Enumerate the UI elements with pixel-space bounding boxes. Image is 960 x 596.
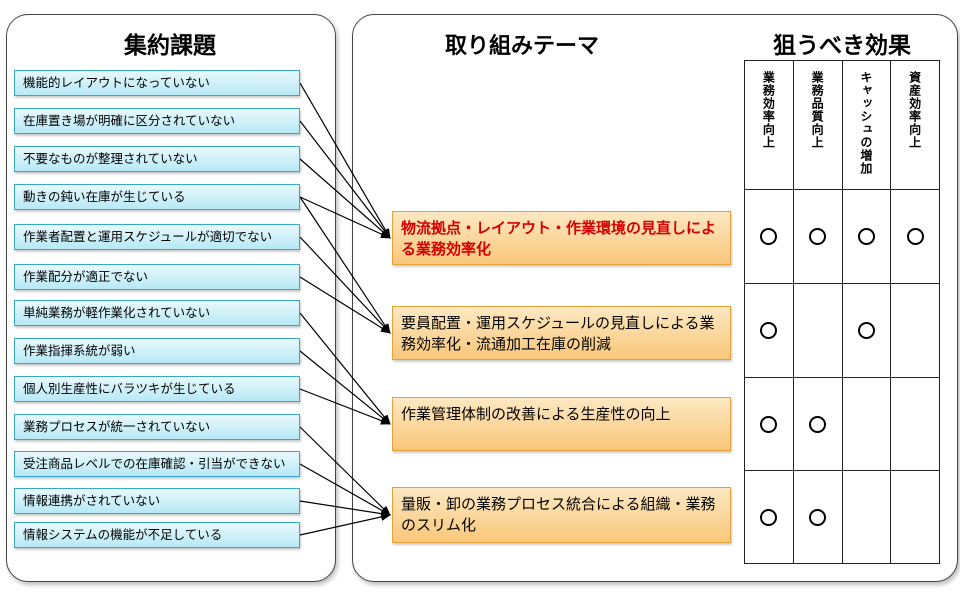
issue-box: 受注商品レベルでの在庫確認・引当ができない xyxy=(14,451,300,477)
connection-arrow xyxy=(299,196,391,239)
matrix-cell xyxy=(890,283,940,378)
matrix-cell xyxy=(890,189,940,284)
connection-arrow xyxy=(299,500,391,518)
effects-title: 狙うべき効果 xyxy=(773,33,911,59)
connection-arrow xyxy=(299,350,391,425)
matrix-cell xyxy=(890,377,940,471)
issue-box: 情報連携がされていない xyxy=(14,488,300,514)
issue-box: 情報システムの機能が不足している xyxy=(14,522,300,548)
effect-circle-mark xyxy=(857,228,875,245)
matrix-cell xyxy=(792,283,843,378)
issue-box: 作業指揮系統が弱い xyxy=(14,338,300,364)
connection-arrow xyxy=(299,276,391,334)
connection-arrow xyxy=(299,120,391,239)
issue-box: 業務プロセスが統一されていない xyxy=(14,414,300,440)
matrix-cell xyxy=(792,377,843,471)
matrix-cell xyxy=(744,470,794,564)
effect-column-header: 資産効率向上 xyxy=(890,60,940,190)
matrix-cell xyxy=(744,189,794,284)
matrix-cell xyxy=(841,189,892,284)
matrix-cell xyxy=(890,470,940,564)
effect-circle-mark xyxy=(809,415,827,433)
matrix-cell xyxy=(792,470,843,564)
effect-circle-mark xyxy=(760,415,778,433)
themes-title: 取り組みテーマ xyxy=(444,34,599,59)
effect-circle-mark xyxy=(906,228,924,245)
effect-circle-mark xyxy=(760,508,778,526)
effect-column-header: 業務効率向上 xyxy=(744,60,794,190)
issues-title: 集約課題 xyxy=(124,33,216,59)
theme-box: 作業管理体制の改善による生産性の向上 xyxy=(392,397,731,451)
matrix-cell xyxy=(744,283,794,378)
matrix-cell xyxy=(792,189,843,284)
matrix-cell xyxy=(841,470,892,564)
effect-column-header: 業務品質向上 xyxy=(792,60,843,190)
connection-arrow xyxy=(299,236,391,334)
effect-circle-mark xyxy=(809,228,827,245)
matrix-cell xyxy=(841,377,892,471)
issue-box: 動きの鈍い在庫が生じている xyxy=(14,184,300,210)
effect-circle-mark xyxy=(809,508,827,526)
connection-arrow xyxy=(299,463,391,516)
effect-circle-mark xyxy=(857,322,875,339)
connection-arrow xyxy=(299,312,391,425)
effect-circle-mark xyxy=(760,322,778,339)
connection-arrow xyxy=(299,426,391,516)
issue-box: 在庫置き場が明確に区分されていない xyxy=(14,108,300,134)
connection-arrow xyxy=(299,196,391,334)
issue-box: 作業配分が適正でない xyxy=(14,264,300,290)
theme-box: 量販・卸の業務プロセス統合による組織・業務のスリム化 xyxy=(392,487,731,543)
effect-circle-mark xyxy=(760,228,778,245)
issue-box: 作業者配置と運用スケジュールが適切でない xyxy=(14,224,300,250)
matrix-cell xyxy=(744,377,794,471)
effects-matrix: 業務効率向上 業務品質向上 キャッシュの増加 資産効率向上 xyxy=(744,60,940,564)
connection-arrow xyxy=(299,513,391,536)
matrix-cell xyxy=(841,283,892,378)
issue-box: 機能的レイアウトになっていない xyxy=(14,70,300,96)
effect-column-header: キャッシュの増加 xyxy=(841,60,892,190)
issue-box: 単純業務が軽作業化されていない xyxy=(14,300,300,326)
connection-arrow xyxy=(299,82,391,239)
connection-arrow xyxy=(299,158,391,239)
issue-box: 個人別生産性にバラツキが生じている xyxy=(14,376,300,402)
issue-box: 不要なものが整理されていない xyxy=(14,146,300,172)
theme-box: 要員配置・運用スケジュールの見直しによる業務効率化・流通加工在庫の削減 xyxy=(392,306,731,360)
theme-box: 物流拠点・レイアウト・作業環境の見直しによる業務効率化 xyxy=(392,211,731,265)
connection-arrow xyxy=(299,388,391,425)
